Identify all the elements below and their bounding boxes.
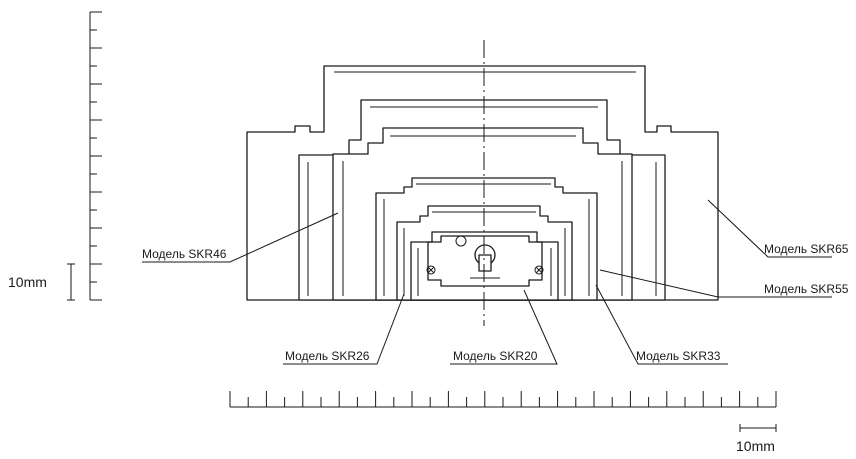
label-skr55: Модель SKR55 [764, 282, 849, 296]
label-skr46: Модель SKR46 [142, 247, 227, 261]
mount-hole-icon [455, 235, 467, 247]
screw-left-icon [426, 265, 436, 275]
label-skr65: Модель SKR65 [764, 242, 849, 256]
label-skr20: Модель SKR20 [453, 349, 538, 363]
horizontal-scale-ruler: 10mm [229, 391, 777, 454]
vertical-scale-label: 10mm [8, 274, 47, 290]
label-skr26: Модель SKR26 [285, 349, 370, 363]
label-skr33: Модель SKR33 [636, 349, 721, 363]
horizontal-scale-label: 10mm [736, 438, 775, 454]
screw-right-icon [534, 265, 544, 275]
leader-lines [142, 199, 832, 365]
vertical-scale-ruler: 10mm [8, 11, 102, 301]
